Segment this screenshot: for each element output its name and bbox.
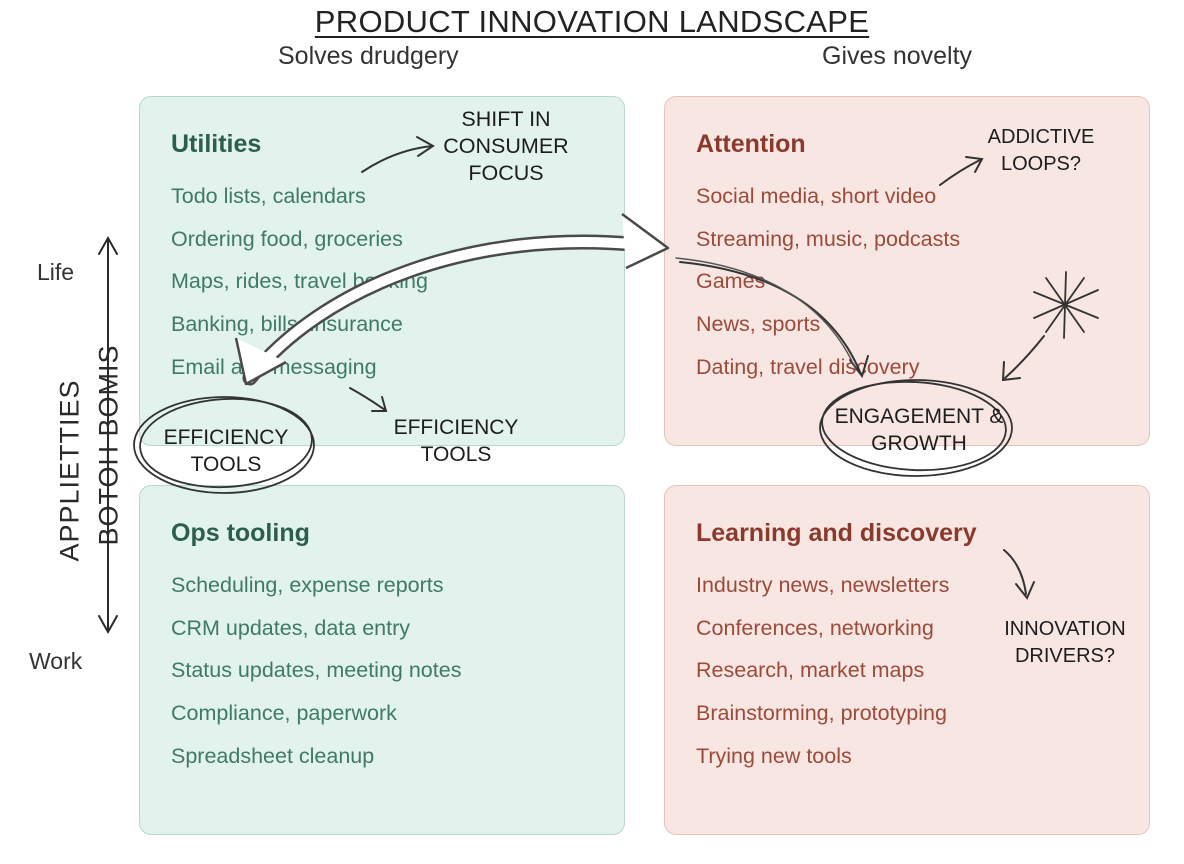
list-item: Banking, bills, insurance <box>171 312 403 337</box>
quadrant-list: Todo lists, calendars Ordering food, gro… <box>171 183 428 396</box>
quadrant-ops-tooling: Ops tooling Scheduling, expense reports … <box>139 485 625 835</box>
quadrant-title: Attention <box>696 130 806 158</box>
row-label-life: Life <box>37 259 75 285</box>
quadrant-list: Scheduling, expense reports CRM updates,… <box>171 572 461 785</box>
list-item: Ordering food, groceries <box>171 226 403 251</box>
list-item: Conferences, networking <box>696 615 934 640</box>
list-item: Scheduling, expense reports <box>171 573 444 597</box>
list-item: Todo lists, calendars <box>171 184 366 208</box>
list-item: Spreadsheet cleanup <box>171 743 375 768</box>
quadrant-title: Learning and discovery <box>696 519 977 547</box>
list-item: Maps, rides, travel booking <box>171 269 428 294</box>
axis-text-botoh-bomis: BOTOH BOMIS <box>93 344 124 546</box>
column-header-drudgery: Solves drudgery <box>278 42 459 70</box>
note-shift-in-consumer-focus: SHIFT IN CONSUMER FOCUS <box>443 107 569 185</box>
note-addictive-loops: ADDICTIVE LOOPS? <box>987 126 1095 175</box>
list-item: CRM updates, data entry <box>171 615 411 640</box>
list-item: Games <box>696 269 766 294</box>
note-engagement-growth: ENGAGEMENT & GROWTH <box>834 405 1004 455</box>
list-item: Dating, travel discovery <box>696 354 920 379</box>
list-item: Social media, short video <box>696 184 937 208</box>
list-item: Compliance, paperwork <box>171 701 397 726</box>
note-innovation-drivers: INNOVATION DRIVERS? <box>1004 618 1126 667</box>
quadrant-learning-discovery: Learning and discovery Industry news, ne… <box>664 485 1150 835</box>
list-item: Trying new tools <box>696 743 852 768</box>
quadrant-title: Ops tooling <box>171 519 310 547</box>
row-label-work: Work <box>29 648 83 674</box>
axis-text-appliettes: APPLIETTIES <box>54 379 85 562</box>
list-item: Brainstorming, prototyping <box>696 701 947 726</box>
column-header-novelty: Gives novelty <box>822 42 973 70</box>
note-efficiency-tools: EFFICIENCY TOOLS <box>393 416 519 466</box>
quadrant-list: Industry news, newsletters Conferences, … <box>696 572 949 785</box>
diagram-title: PRODUCT INNOVATION LANDSCAPE <box>314 4 870 39</box>
list-item: Industry news, newsletters <box>696 573 950 597</box>
note-efficiency-tools-circled: EFFICIENCY TOOLS <box>163 426 289 476</box>
list-item: Streaming, music, podcasts <box>696 226 961 251</box>
list-item: Status updates, meeting notes <box>171 658 462 683</box>
list-item: News, sports <box>696 312 821 337</box>
quadrant-list: Social media, short video Streaming, mus… <box>696 183 960 396</box>
list-item: Email and messaging <box>171 354 377 379</box>
list-item: Research, market maps <box>696 658 925 683</box>
quadrant-title: Utilities <box>171 130 262 158</box>
